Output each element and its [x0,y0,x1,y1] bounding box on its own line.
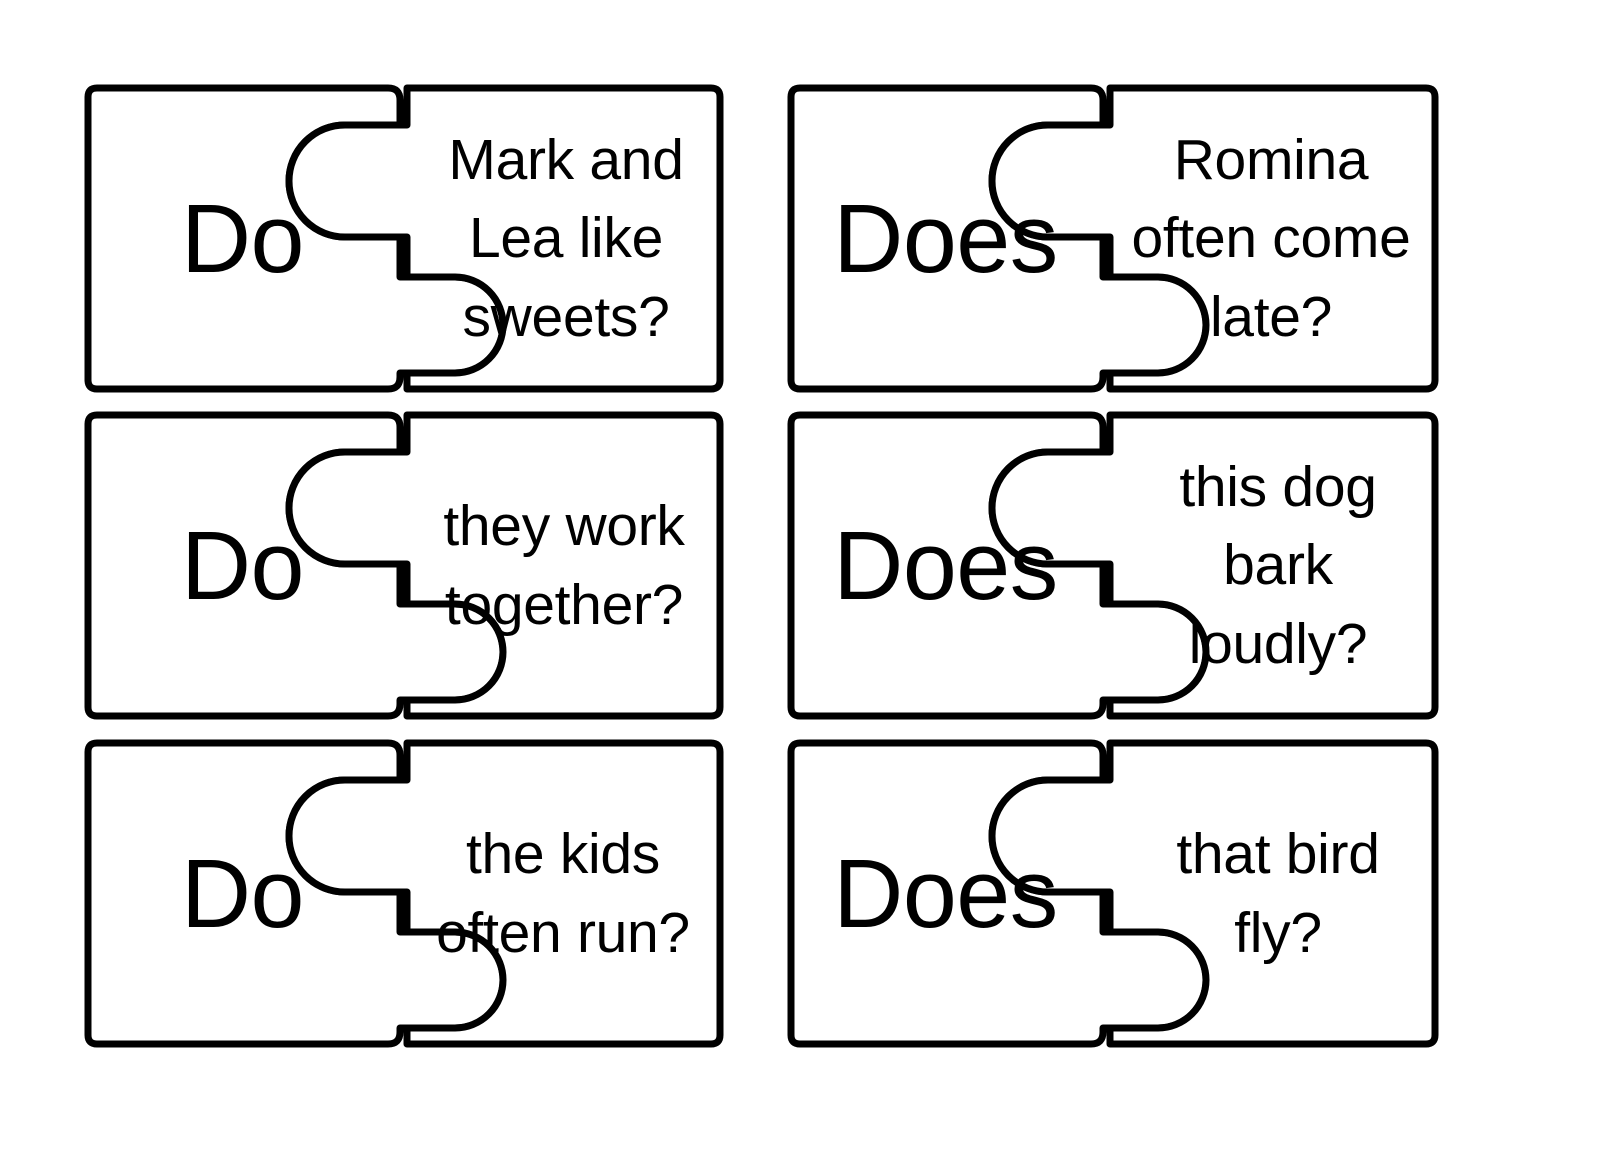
auxiliary-label: Does [833,183,1058,293]
clause-label: the kids often run? [436,821,690,965]
puzzle-pair-do-mark-and-lea[interactable]: Do Mark and Lea like sweets? [84,84,724,393]
clause-label: this dog bark loudly? [1179,454,1377,676]
puzzle-pair-does-this-dog[interactable]: Does this dog bark loudly? [787,411,1439,720]
puzzle-pair-does-romina[interactable]: Does Romina often come late? [787,84,1439,393]
auxiliary-label: Do [181,838,305,948]
auxiliary-label: Do [181,510,305,620]
puzzle-pair-do-the-kids[interactable]: Do the kids often run? [84,739,724,1048]
clause-label: that bird fly? [1176,821,1380,965]
auxiliary-label: Do [181,183,305,293]
clause-label: they work together? [443,493,685,637]
puzzle-pair-does-that-bird[interactable]: Does that bird fly? [787,739,1439,1048]
clause-label: Romina often come late? [1131,127,1411,349]
auxiliary-label: Does [833,510,1058,620]
puzzle-pair-do-they-work[interactable]: Do they work together? [84,411,724,720]
auxiliary-label: Does [833,838,1058,948]
clause-label: Mark and Lea like sweets? [448,127,684,349]
